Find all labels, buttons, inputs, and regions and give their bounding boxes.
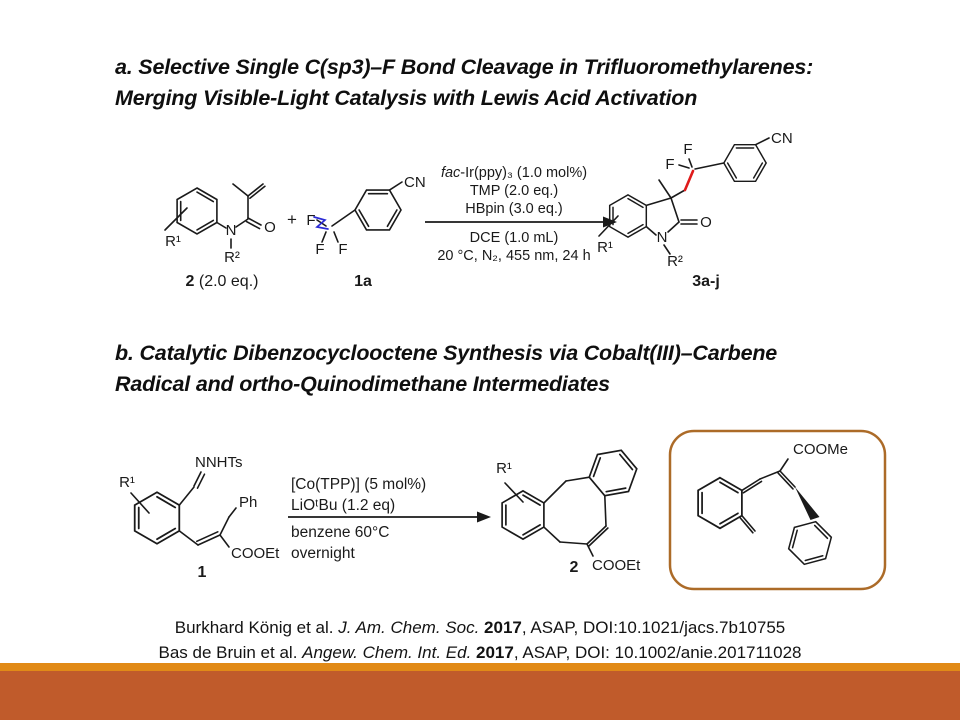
atom-label-f: F (306, 212, 315, 229)
section-b-title: b. Catalytic Dibenzocyclooctene Synthesi… (115, 338, 777, 400)
atom-label-f: F (338, 241, 347, 258)
atom-label-ph: Ph (239, 494, 257, 511)
compound-label-1a: 1a (354, 273, 372, 290)
atom-label-f: F (315, 241, 324, 258)
atom-label-n: N (226, 222, 237, 239)
conditions-solvent: benzene 60°C (291, 524, 389, 541)
reaction-scheme-b: R¹ NNHTs Ph COOEt 1 [Co(TPP)] (5 mol%) L… (119, 429, 887, 591)
oxindole-product-structure: R¹ N O R² F F CN 3a-j (597, 130, 793, 290)
citation-journal: J. Am. Chem. Soc. (338, 618, 485, 637)
footer-accent-bar (0, 663, 960, 671)
compound-label-2: 2 (570, 559, 579, 576)
plus-sign: + (287, 210, 297, 229)
new-cc-bond-red (683, 169, 695, 192)
atom-label-f: F (665, 156, 674, 173)
wedge-bond (795, 487, 820, 520)
citation-line-1: Burkhard König et al. J. Am. Chem. Soc. … (0, 615, 960, 640)
conditions-hbpin: HBpin (3.0 eq.) (465, 201, 563, 217)
atom-label-cooet: COOEt (592, 557, 641, 574)
cf3-arene-reactant-structure: F F F CN 1a (306, 174, 425, 290)
conditions-solvent: DCE (1.0 mL) (470, 230, 559, 246)
atom-label-r1: R¹ (165, 233, 181, 250)
atom-label-o: O (264, 219, 276, 236)
citation-journal: Angew. Chem. Int. Ed. (302, 643, 477, 662)
section-a-title: a. Selective Single C(sp3)–F Bond Cleava… (115, 52, 813, 114)
atom-label-cn: CN (404, 174, 426, 191)
citation-authors: Burkhard König et al. (174, 618, 339, 637)
conditions-time: overnight (291, 545, 355, 562)
arrowhead (477, 511, 491, 523)
atom-label-r1: R¹ (119, 474, 135, 491)
methacrylamide-reactant-structure: R¹ N R² O 2 (2.0 eq.) (164, 183, 276, 290)
conditions-temperature: 20 °C, N₂, 455 nm, 24 h (437, 248, 590, 264)
cleaved-cf-bond-squiggle (313, 216, 329, 230)
compound-label-2: 2 (2.0 eq.) (186, 273, 259, 290)
citation-year: 2017 (484, 618, 522, 637)
citation-doi: , ASAP, DOI:10.1021/jacs.7b10755 (521, 618, 786, 637)
intermediate-box: COOMe (668, 429, 887, 591)
citation-authors: Bas de Bruin et al. (158, 643, 303, 662)
citation-doi: , ASAP, DOI: 10.1002/anie.201711028 (513, 643, 802, 662)
hydrazone-reactant-structure: R¹ NNHTs Ph COOEt 1 (119, 454, 280, 581)
section-b-title-line2: Radical and ortho-Quinodimethane Interme… (115, 372, 610, 396)
section-a-title-line2: Merging Visible-Light Catalysis with Lew… (115, 86, 698, 110)
reaction-arrow-b: [Co(TPP)] (5 mol%) LiOᵗBu (1.2 eq) benze… (288, 476, 491, 562)
compound-label-1: 1 (198, 564, 207, 581)
reaction-scheme-a: R¹ N R² O 2 (2.0 eq.) + F F F (164, 130, 793, 290)
conditions-catalyst: [Co(TPP)] (5 mol%) (291, 476, 426, 493)
section-b-title-line1: b. Catalytic Dibenzocyclooctene Synthesi… (115, 341, 778, 365)
atom-label-r2: R² (224, 249, 240, 266)
citation-line-2: Bas de Bruin et al. Angew. Chem. Int. Ed… (0, 640, 960, 665)
atom-label-r1: R¹ (496, 460, 512, 477)
reaction-arrow-a: fac-Ir(ppy)₃ (1.0 mol%) TMP (2.0 eq.) HB… (425, 165, 617, 264)
intermediate-box-border (668, 429, 887, 591)
atom-label-o: O (700, 214, 712, 231)
conditions-base: LiOᵗBu (1.2 eq) (291, 497, 395, 514)
atom-label-coome: COOMe (793, 441, 848, 458)
atom-label-r1: R¹ (597, 239, 613, 256)
dibenzocyclooctene-product-structure: R¹ COOEt 2 (496, 442, 642, 576)
footer-band (0, 671, 960, 720)
atom-label-cn: CN (771, 130, 793, 147)
section-a-title-line1: a. Selective Single C(sp3)–F Bond Cleava… (115, 55, 814, 79)
atom-label-f: F (683, 141, 692, 158)
slide-footer (0, 663, 960, 720)
compound-label-3a-j: 3a-j (692, 273, 720, 290)
conditions-catalyst: fac-Ir(ppy)₃ (1.0 mol%) (441, 165, 587, 181)
atom-label-n: N (657, 229, 668, 246)
citation-year: 2017 (476, 643, 514, 662)
atom-label-r2: R² (667, 253, 683, 270)
atom-label-cooet: COOEt (231, 545, 280, 562)
conditions-tmp: TMP (2.0 eq.) (470, 183, 558, 199)
citations-block: Burkhard König et al. J. Am. Chem. Soc. … (0, 615, 960, 665)
atom-label-nnhts: NNHTs (195, 454, 243, 471)
